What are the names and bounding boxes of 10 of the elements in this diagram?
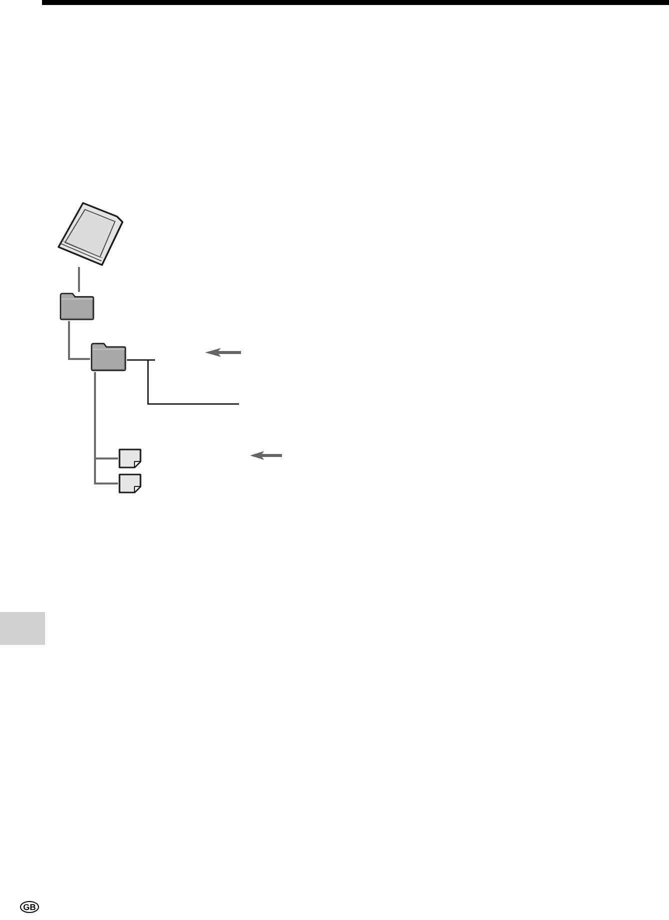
connector-line xyxy=(78,267,80,292)
folder-icon xyxy=(59,292,95,321)
file-icon xyxy=(118,473,142,494)
connector-line xyxy=(68,321,90,360)
folder-icon xyxy=(90,342,127,372)
file-icon xyxy=(118,448,142,469)
country-badge: GB xyxy=(20,901,39,913)
memory-card-icon xyxy=(56,201,125,267)
connector-line xyxy=(94,372,118,484)
leader-line xyxy=(126,359,240,405)
